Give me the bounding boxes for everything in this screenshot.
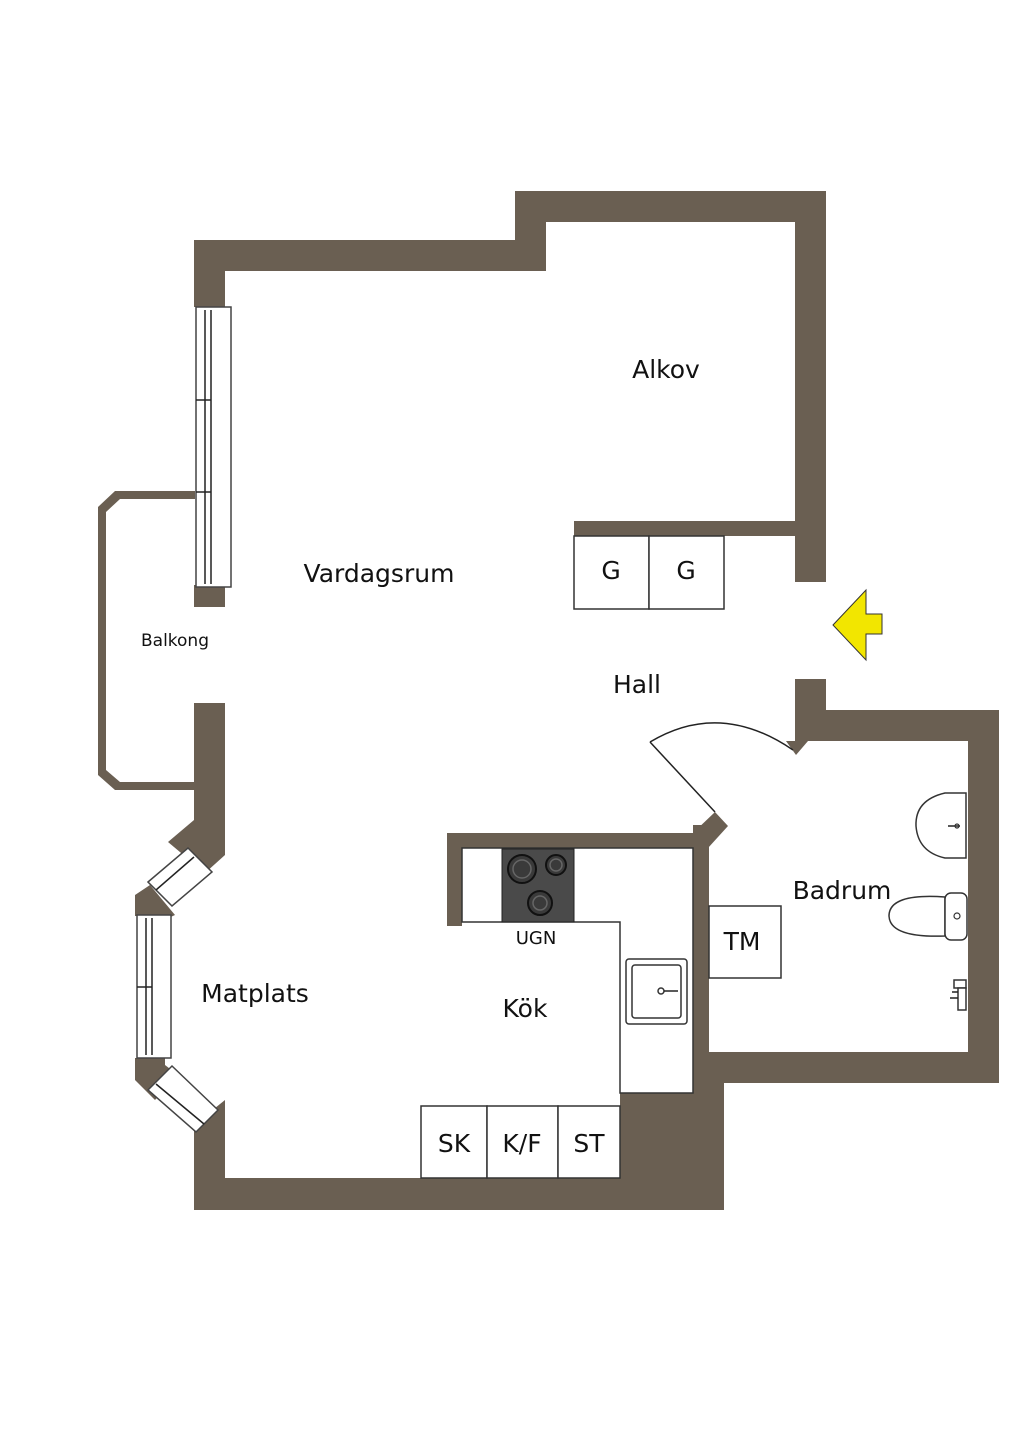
room-label-vardagsrum: Vardagsrum bbox=[304, 559, 455, 588]
kitchen-sink-icon bbox=[625, 958, 688, 1025]
room-label-kok: Kök bbox=[503, 994, 548, 1023]
stove-label: UGN bbox=[516, 928, 557, 949]
room-label-badrum: Badrum bbox=[793, 876, 892, 905]
kitchen-counter: UGN bbox=[461, 847, 694, 1094]
kitchen-cabinets: SK K/F ST bbox=[420, 1105, 621, 1179]
fridge-freezer-label: K/F bbox=[502, 1129, 541, 1158]
room-label-matplats: Matplats bbox=[201, 979, 309, 1008]
washbasin-icon bbox=[915, 792, 967, 859]
room-label-balkong: Balkong bbox=[141, 631, 209, 651]
bathroom-door bbox=[649, 722, 794, 813]
windows bbox=[136, 306, 232, 1134]
interior-walls bbox=[447, 521, 811, 1053]
washing-machine-label: TM bbox=[723, 927, 761, 956]
room-label-hall: Hall bbox=[613, 670, 661, 699]
wardrobe-1-label: G bbox=[601, 556, 620, 585]
toilet-icon bbox=[888, 892, 968, 941]
exterior-walls bbox=[135, 191, 999, 1210]
washing-machine: TM bbox=[708, 905, 782, 979]
entrance-arrow-icon bbox=[832, 588, 883, 662]
wardrobes: G G bbox=[573, 535, 725, 610]
wardrobe-2-label: G bbox=[676, 556, 695, 585]
room-label-alkov: Alkov bbox=[632, 355, 700, 384]
cabinet-sk-label: SK bbox=[438, 1129, 471, 1158]
cabinet-st-label: ST bbox=[573, 1129, 605, 1158]
shower-icon bbox=[950, 979, 967, 1011]
